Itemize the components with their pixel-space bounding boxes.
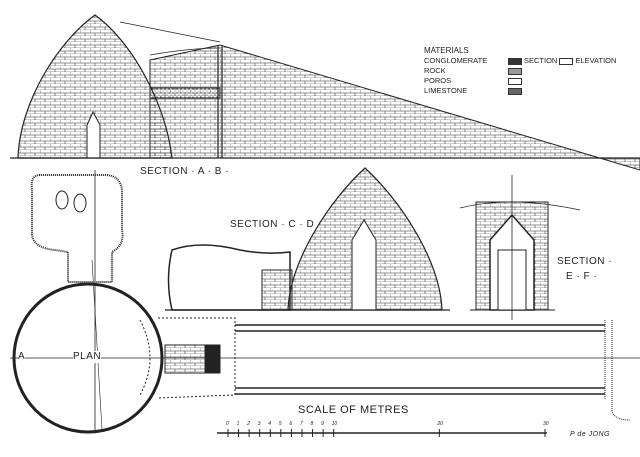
legend-item-poros: POROS [424, 76, 616, 86]
scale-tick-label: 5 [278, 421, 282, 427]
scale-tick-label: 3 [257, 421, 261, 427]
label-section-ef-2: E · F · [566, 271, 598, 282]
label-plan: PLAN [73, 351, 102, 363]
section-ab-drawing [10, 14, 640, 171]
label-section-ef-1: SECTION · [557, 256, 613, 267]
label-point-a: A [18, 351, 26, 363]
scale-tick-label: 4 [268, 421, 272, 427]
plan-drawing [10, 170, 640, 434]
scale-tick-label: 10 [331, 421, 338, 427]
legend-item-rock: ROCK [424, 66, 616, 76]
signature: P de JONG [570, 431, 611, 438]
section-cd-drawing [165, 167, 450, 311]
label-section-ab: SECTION · A · B · [140, 166, 230, 177]
scale-tick-label: 30 [543, 421, 549, 427]
scale-tick-label: 7 [299, 421, 303, 427]
scale-bar [217, 429, 547, 437]
scale-tick-label: 9 [321, 421, 324, 427]
label-section-cd: SECTION · C · D · [230, 219, 322, 230]
scale-tick-label: 1 [236, 421, 240, 427]
scale-tick-label: 0 [226, 421, 229, 427]
scale-title: SCALE OF METRES [298, 404, 409, 416]
legend-item-limestone: LIMESTONE [424, 86, 616, 96]
scale-tick-label: 6 [289, 421, 293, 427]
scale-tick-label: 20 [437, 421, 443, 427]
scale-tick-label: 8 [310, 421, 314, 427]
section-ef-drawing [459, 175, 581, 320]
legend-title: MATERIALS [424, 46, 469, 55]
scale-tick-label: 2 [247, 421, 250, 427]
